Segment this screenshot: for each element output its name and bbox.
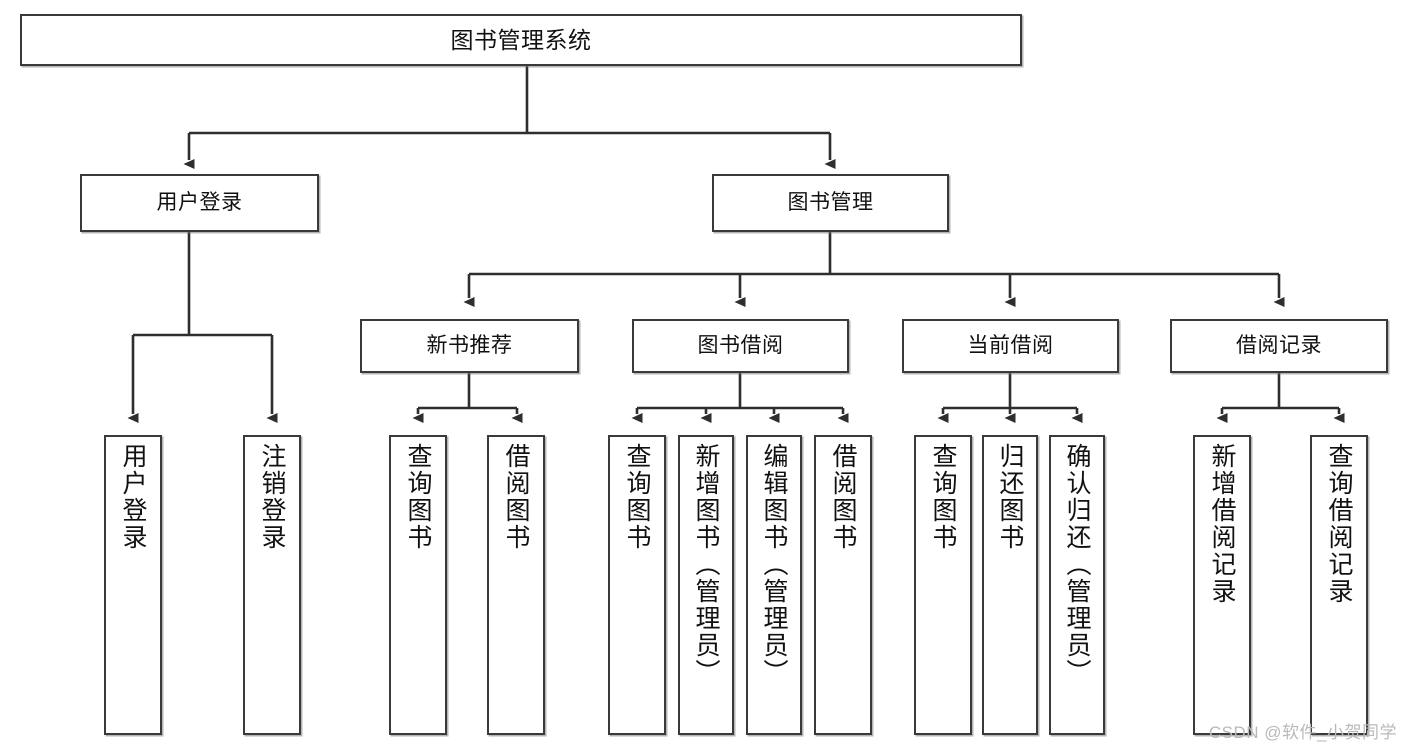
leaf-borrow-borrow-book[interactable]: 借阅图书 xyxy=(814,435,872,735)
leaf-recommend-query-book[interactable]: 查询图书 xyxy=(389,435,447,735)
node-label: 图书管理系统 xyxy=(450,26,592,53)
leaf-record-add-borrow-record[interactable]: 新增借阅记录 xyxy=(1193,435,1251,735)
leaf-recommend-borrow-book[interactable]: 借阅图书 xyxy=(487,435,545,735)
leaf-borrow-query-book[interactable]: 查询图书 xyxy=(608,435,666,735)
node-label: 查询图书 xyxy=(623,443,651,551)
leaf-current-query-book[interactable]: 查询图书 xyxy=(914,435,972,735)
node-label: 查询图书 xyxy=(929,443,957,551)
leaf-borrow-add-book-admin[interactable]: 新增图书（管理员） xyxy=(678,435,734,735)
node-label: 确认归还（管理员） xyxy=(1063,443,1091,686)
node-label: 查询借阅记录 xyxy=(1325,443,1353,605)
node-book-borrow[interactable]: 图书借阅 xyxy=(632,319,849,373)
node-label: 借阅图书 xyxy=(829,443,857,551)
leaf-user-login-login[interactable]: 用户登录 xyxy=(104,435,162,735)
leaf-user-login-logout[interactable]: 注销登录 xyxy=(243,435,301,735)
node-label: 新增图书（管理员） xyxy=(692,443,720,686)
node-label: 用户登录 xyxy=(156,190,243,214)
node-user-login[interactable]: 用户登录 xyxy=(80,174,319,232)
leaf-record-query-borrow-record[interactable]: 查询借阅记录 xyxy=(1310,435,1368,735)
node-label: 图书管理 xyxy=(787,190,874,214)
node-new-book-recommend[interactable]: 新书推荐 xyxy=(360,319,579,373)
node-label: 新增借阅记录 xyxy=(1208,443,1236,605)
node-root-system[interactable]: 图书管理系统 xyxy=(20,14,1022,66)
node-borrow-record[interactable]: 借阅记录 xyxy=(1170,319,1388,373)
leaf-current-return-book[interactable]: 归还图书 xyxy=(982,435,1038,735)
node-label: 借阅记录 xyxy=(1236,333,1322,357)
node-label: 编辑图书（管理员） xyxy=(760,443,788,686)
watermark: CSDN @软件_小贺同学 xyxy=(1208,723,1397,742)
node-label: 当前借阅 xyxy=(967,333,1054,357)
node-label: 新书推荐 xyxy=(426,333,513,357)
leaf-current-confirm-return-admin[interactable]: 确认归还（管理员） xyxy=(1049,435,1105,735)
node-current-borrow[interactable]: 当前借阅 xyxy=(902,319,1119,373)
node-label: 查询图书 xyxy=(404,443,432,551)
leaf-borrow-edit-book-admin[interactable]: 编辑图书（管理员） xyxy=(746,435,802,735)
node-label: 图书借阅 xyxy=(697,333,784,357)
node-label: 借阅图书 xyxy=(502,443,530,551)
node-label: 用户登录 xyxy=(119,443,147,551)
node-label: 归还图书 xyxy=(996,443,1024,551)
node-book-management[interactable]: 图书管理 xyxy=(712,174,949,232)
node-label: 注销登录 xyxy=(258,443,286,551)
